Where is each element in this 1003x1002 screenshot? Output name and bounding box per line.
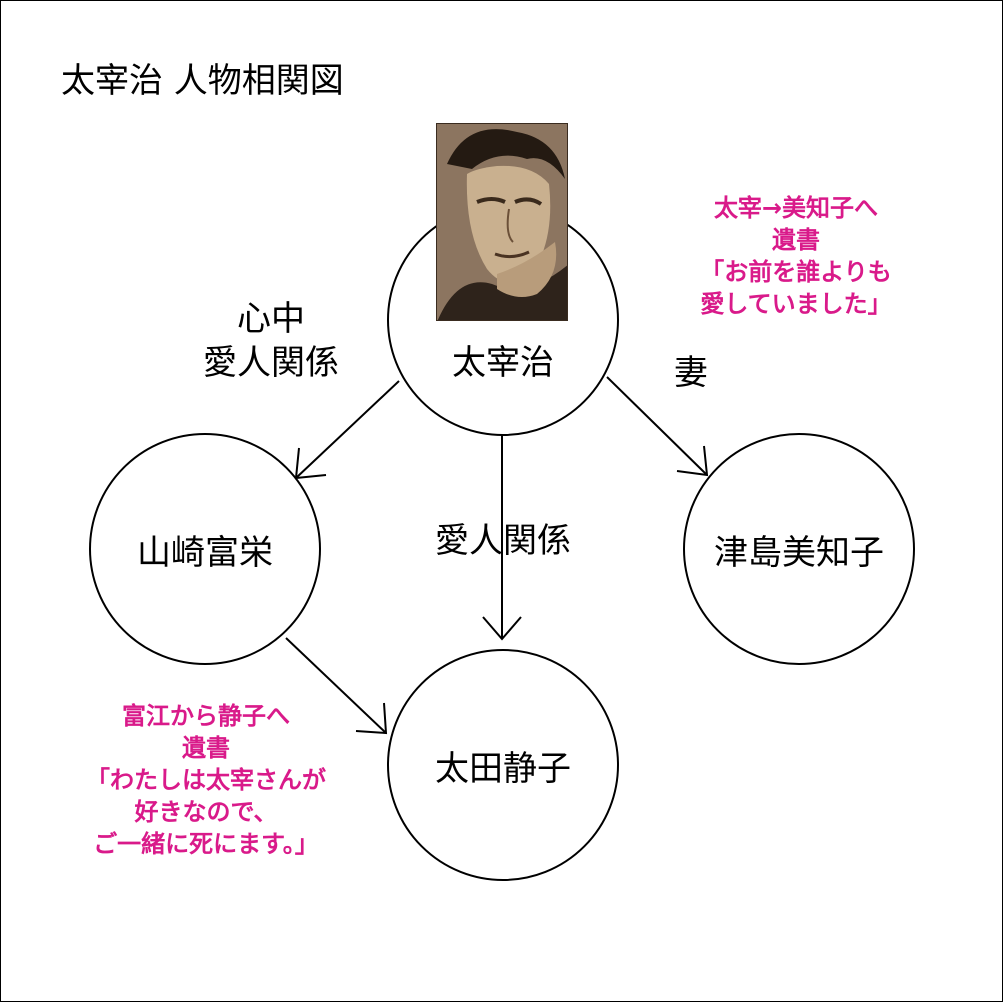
- dazai-portrait: [436, 123, 568, 321]
- node-yamazaki: 山崎富栄: [89, 433, 321, 665]
- arrowhead-ota: [482, 616, 522, 641]
- edge-dazai-tsushima: [606, 376, 708, 476]
- note-tomie-to-shizuko: 富江から静子へ 遺書 「わたしは太宰さんが 好きなので、 ご一緒に死にます。」: [86, 702, 326, 858]
- edge-dazai-yamazaki: [295, 380, 400, 479]
- node-dazai-label: 太宰治: [452, 343, 554, 383]
- arrowhead-yamazaki-ota: [355, 702, 388, 735]
- arrowhead-tsushima: [676, 445, 709, 477]
- edge-yamazaki-ota: [285, 637, 387, 734]
- note-dazai-to-michiko: 太宰→美知子へ 遺書 「お前を誰よりも 愛していました」: [700, 194, 892, 318]
- relation-dazai-ota: 愛人関係: [435, 521, 571, 561]
- node-ota: 太田静子: [387, 649, 619, 881]
- page-title: 太宰治 人物相関図: [61, 61, 344, 101]
- relation-dazai-tsushima: 妻: [674, 353, 708, 393]
- node-tsushima: 津島美知子: [683, 433, 915, 665]
- relation-dazai-yamazaki: 心中 愛人関係: [203, 299, 339, 384]
